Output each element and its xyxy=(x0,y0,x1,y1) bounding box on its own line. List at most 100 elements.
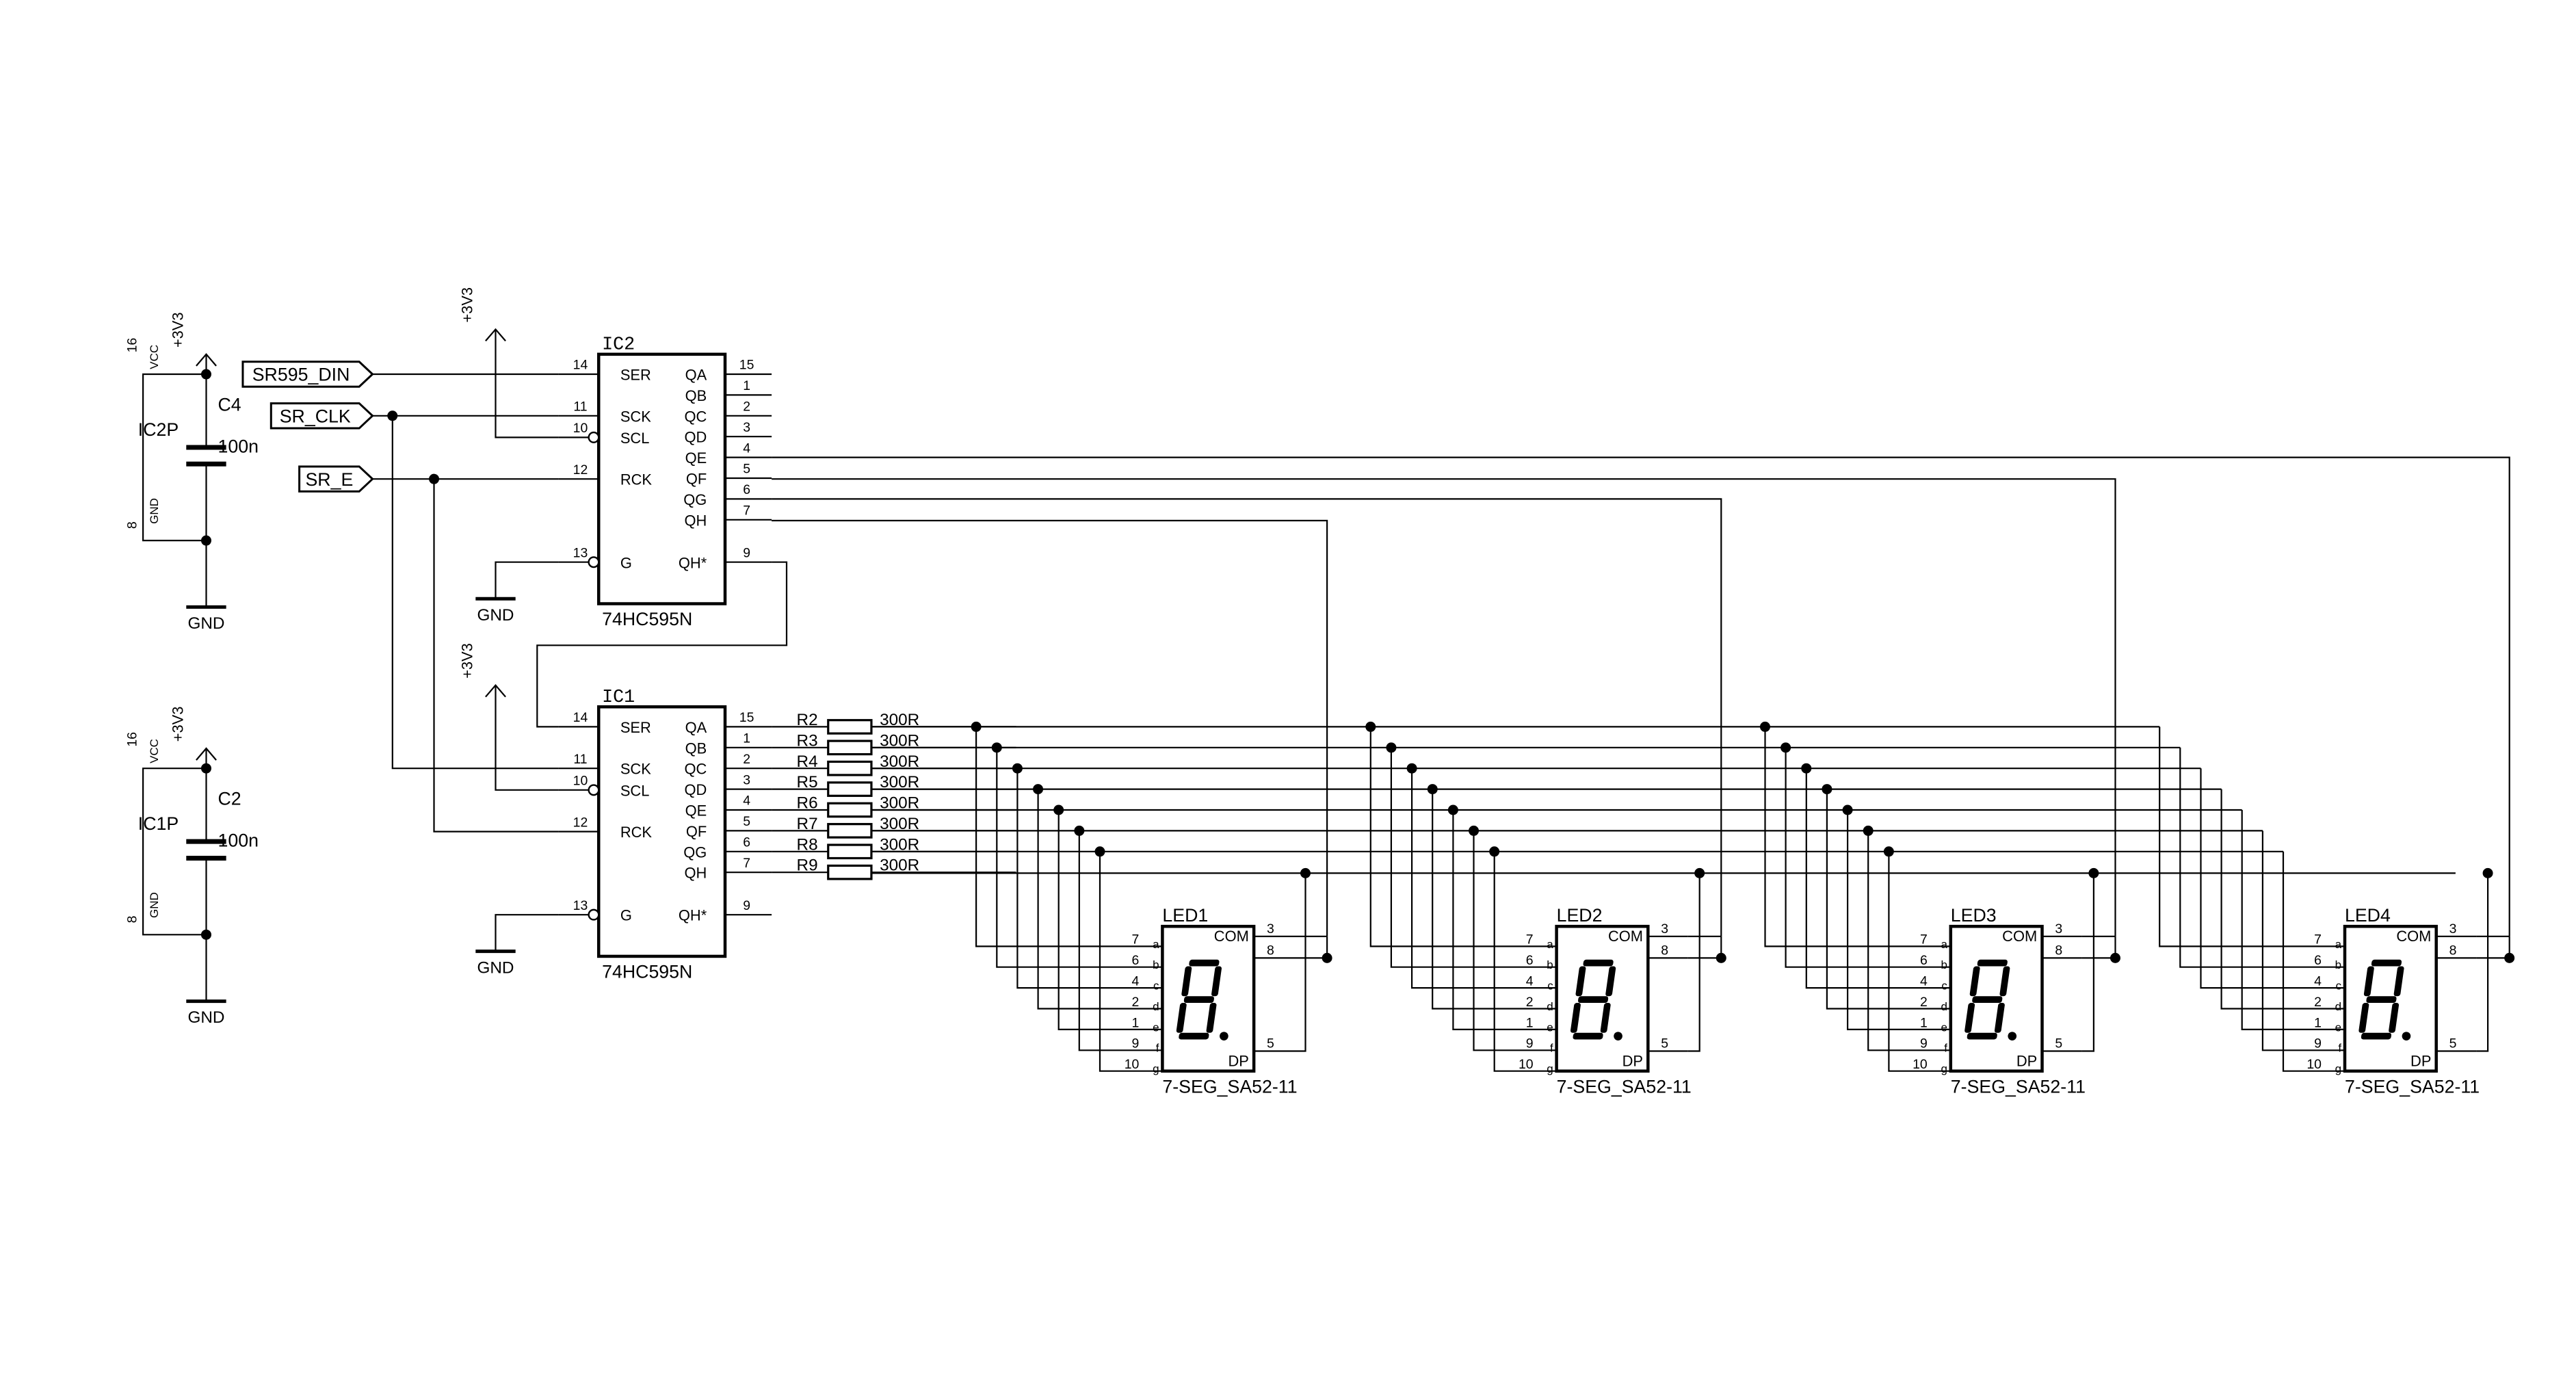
segment-bar xyxy=(1605,966,1616,997)
pin-name: b xyxy=(1547,958,1553,971)
display-value: 7-SEG_SA52-11 xyxy=(1557,1076,1692,1097)
pin-name: DP xyxy=(2016,1052,2037,1069)
pin-number: 8 xyxy=(124,521,140,529)
wire xyxy=(1037,789,1163,1010)
pin-number: 8 xyxy=(124,916,140,924)
seven-seg-glyph xyxy=(1176,959,1228,1040)
junction-dot xyxy=(2110,952,2120,963)
segment-bar xyxy=(1179,1032,1209,1040)
display-value: 7-SEG_SA52-11 xyxy=(1951,1076,2086,1097)
pin-name: g xyxy=(2335,1062,2341,1075)
pin-number: 3 xyxy=(1267,921,1274,937)
cap-value: 100n xyxy=(218,830,258,850)
segment-bar xyxy=(1583,959,1614,967)
pin-number: 5 xyxy=(1267,1036,1274,1051)
pin-name: QH xyxy=(684,865,707,882)
pin-name: COM xyxy=(1608,928,1643,945)
pin-name: d xyxy=(1547,1000,1553,1013)
pin-name: e xyxy=(1547,1021,1553,1034)
pin-name: a xyxy=(1941,938,1947,951)
pin-number: 7 xyxy=(2314,932,2322,947)
segment-bar xyxy=(1994,1003,2005,1033)
pin-name: GND xyxy=(148,498,161,524)
resistor-value: 300R xyxy=(880,794,919,813)
pin-number: 7 xyxy=(743,856,750,871)
segment-bar xyxy=(1183,996,1214,1004)
wire xyxy=(2220,789,2345,1010)
resistor-value: 300R xyxy=(880,856,919,875)
segment-bar xyxy=(1570,1003,1581,1033)
pin-name: a xyxy=(1547,938,1553,951)
pin-number: 1 xyxy=(1132,1015,1140,1030)
segment-bar xyxy=(1977,959,2008,967)
pin-number: 3 xyxy=(2449,921,2457,937)
junction-dot xyxy=(1469,825,1480,836)
junction-dot xyxy=(1094,846,1105,857)
pin-number: 4 xyxy=(1132,973,1140,988)
pin-number: 6 xyxy=(743,835,750,850)
pin-number: 14 xyxy=(573,358,588,373)
pin-name: SCK xyxy=(620,761,651,778)
pin-number: 14 xyxy=(573,710,588,725)
pin-name: c xyxy=(1153,980,1159,993)
display-value: 7-SEG_SA52-11 xyxy=(1162,1076,1297,1097)
pin-name: G xyxy=(620,907,632,924)
wire xyxy=(495,914,559,952)
segment-bar xyxy=(1578,996,1609,1004)
resistor-body xyxy=(827,864,873,880)
pin-number: 9 xyxy=(1920,1036,1928,1051)
segment-bar xyxy=(1181,966,1192,997)
power-pin-wire xyxy=(142,768,207,936)
pin-number: 4 xyxy=(743,794,750,809)
junction-dot xyxy=(1842,804,1853,815)
pin-name: QH* xyxy=(679,554,707,571)
junction-dot xyxy=(1012,763,1023,774)
wire xyxy=(1847,810,1951,1030)
pin-name: QH xyxy=(684,512,707,529)
decimal-point xyxy=(1220,1032,1228,1040)
pin-number: 2 xyxy=(1132,995,1140,1010)
pin-number: 2 xyxy=(743,752,750,767)
wire xyxy=(996,747,1163,968)
pin-name: SCL xyxy=(620,782,650,799)
ic-ref: IC2 xyxy=(602,335,635,356)
pin-name: SCK xyxy=(620,408,651,425)
vcc-label: +3V3 xyxy=(458,287,475,323)
pin-name: e xyxy=(1941,1021,1947,1034)
pin-name: b xyxy=(2335,958,2341,971)
seven-seg-glyph xyxy=(1570,959,1622,1040)
resistor-value: 300R xyxy=(880,773,919,791)
pin-number: 12 xyxy=(573,462,588,477)
pin-name: VCC xyxy=(148,739,161,763)
pin-number: 6 xyxy=(1132,953,1140,968)
pin-number: 11 xyxy=(573,752,587,767)
wire xyxy=(2261,830,2345,1051)
pin-number: 8 xyxy=(2055,943,2062,958)
pin-number: 2 xyxy=(1526,995,1534,1010)
wire xyxy=(433,479,559,833)
wire xyxy=(1867,830,1951,1051)
pin-name: g xyxy=(1153,1062,1159,1075)
junction-dot xyxy=(1322,952,1332,963)
pin-name: f xyxy=(1944,1042,1947,1055)
pin-number: 6 xyxy=(1526,953,1534,968)
resistor-ref: R3 xyxy=(797,731,818,750)
pin-name: e xyxy=(2335,1021,2341,1034)
segment-bar xyxy=(1575,966,1586,997)
pin-name: SER xyxy=(620,367,651,384)
junction-dot xyxy=(1780,742,1791,753)
segment-bar xyxy=(1189,959,1220,967)
wire xyxy=(1687,936,1722,959)
resistor-ref: R5 xyxy=(797,773,818,791)
pin-name: a xyxy=(2335,938,2342,951)
pin-name: VCC xyxy=(148,345,161,369)
wire xyxy=(772,456,2510,937)
junction-dot xyxy=(1759,721,1770,732)
resistor-ref: R4 xyxy=(797,752,818,771)
pin-number: 5 xyxy=(743,814,750,829)
wire xyxy=(2081,873,2094,1052)
junction-dot xyxy=(1053,804,1064,815)
wire xyxy=(2241,810,2345,1030)
wire xyxy=(1826,789,1951,1010)
